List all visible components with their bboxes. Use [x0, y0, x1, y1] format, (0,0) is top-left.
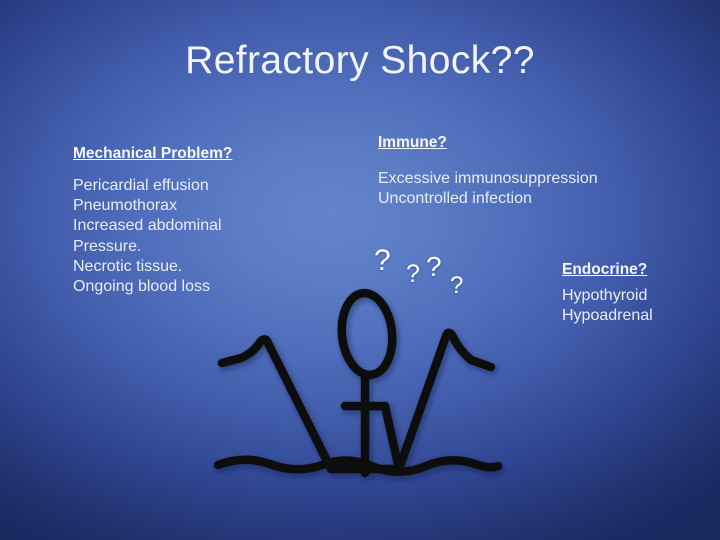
text-block-immune: Immune? Excessive immunosuppression Unco… — [378, 133, 598, 209]
page-title: Refractory Shock?? — [185, 39, 535, 82]
body-immune: Excessive immunosuppression Uncontrolled… — [378, 169, 598, 209]
list-item: Increased abdominal — [73, 217, 222, 235]
list-item: Ongoing blood loss — [73, 278, 210, 296]
list-item: Pneumothorax — [73, 197, 178, 215]
question-mark-icon: ? — [406, 260, 420, 288]
figure-left-arm — [217, 335, 336, 474]
list-item: Uncontrolled infection — [378, 190, 532, 208]
list-item: Pericardial effusion — [73, 177, 209, 194]
heading-immune: Immune? — [378, 134, 447, 151]
question-mark-icon: ? — [450, 272, 464, 299]
question-mark-icon: ? — [426, 251, 442, 282]
list-item: Hypothyroid — [562, 287, 648, 304]
question-mark-icon: ? — [374, 244, 391, 277]
body-endocrine: Hypothyroid Hypoadrenal — [562, 286, 653, 326]
text-block-endocrine: Endocrine? Hypothyroid Hypoadrenal — [562, 260, 653, 326]
list-item: Excessive immunosuppression — [378, 170, 598, 187]
list-item: Pressure. — [73, 237, 142, 255]
figure-right-arm — [394, 328, 496, 474]
text-block-mechanical: Mechanical Problem? Pericardial effusion… — [73, 144, 232, 297]
figure-waterline — [213, 455, 503, 476]
body-mechanical-problem: Pericardial effusion Pneumothorax Increa… — [73, 176, 232, 297]
heading-endocrine: Endocrine? — [562, 261, 648, 278]
list-item: Necrotic tissue. — [73, 257, 183, 275]
drowning-stick-figure-illustration — [213, 288, 503, 478]
figure-torso — [326, 401, 404, 474]
heading-mechanical-problem: Mechanical Problem? — [73, 145, 233, 162]
figure-head — [337, 288, 397, 380]
list-item: Hypoadrenal — [562, 307, 653, 325]
